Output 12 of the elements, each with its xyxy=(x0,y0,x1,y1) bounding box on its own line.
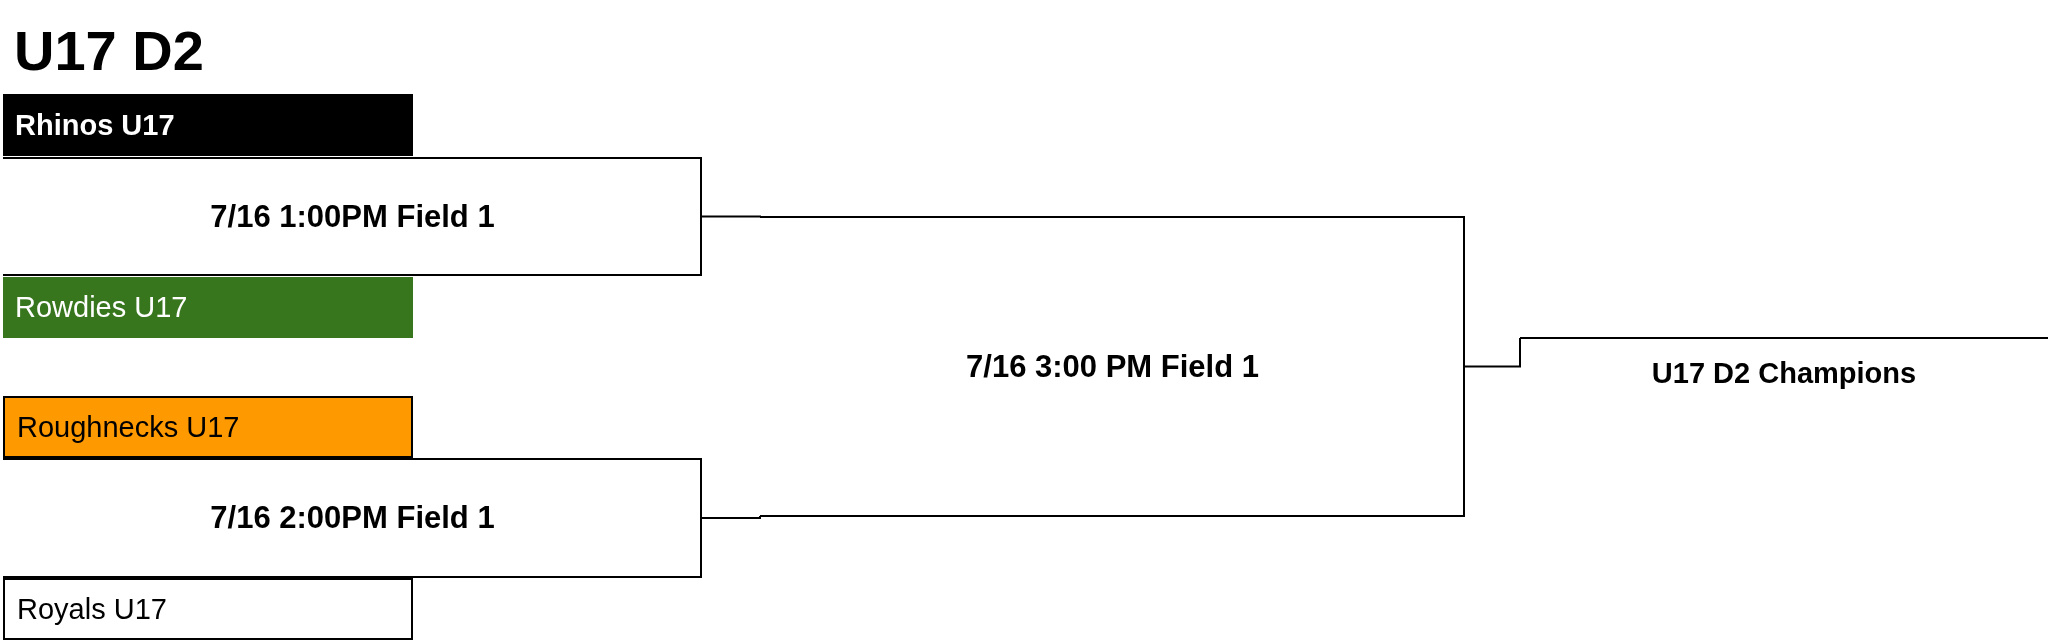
bracket-line xyxy=(701,515,761,519)
match-bracket: 7/16 3:00 PM Field 1 xyxy=(760,216,1465,517)
team-name-bar: Roughnecks U17 xyxy=(3,396,413,458)
team-name-bar: Rhinos U17 xyxy=(3,94,413,156)
team-name-bar: Royals U17 xyxy=(3,578,413,640)
match-bracket: 7/16 1:00PM Field 1 xyxy=(3,157,702,276)
bracket-line xyxy=(701,215,761,218)
team-name-bar: Rowdies U17 xyxy=(3,277,413,338)
champion-line: U17 D2 Champions xyxy=(1520,337,2048,407)
match-bracket: 7/16 2:00PM Field 1 xyxy=(3,458,702,578)
bracket-line xyxy=(1464,337,1521,368)
bracket-title: U17 D2 xyxy=(14,18,204,83)
